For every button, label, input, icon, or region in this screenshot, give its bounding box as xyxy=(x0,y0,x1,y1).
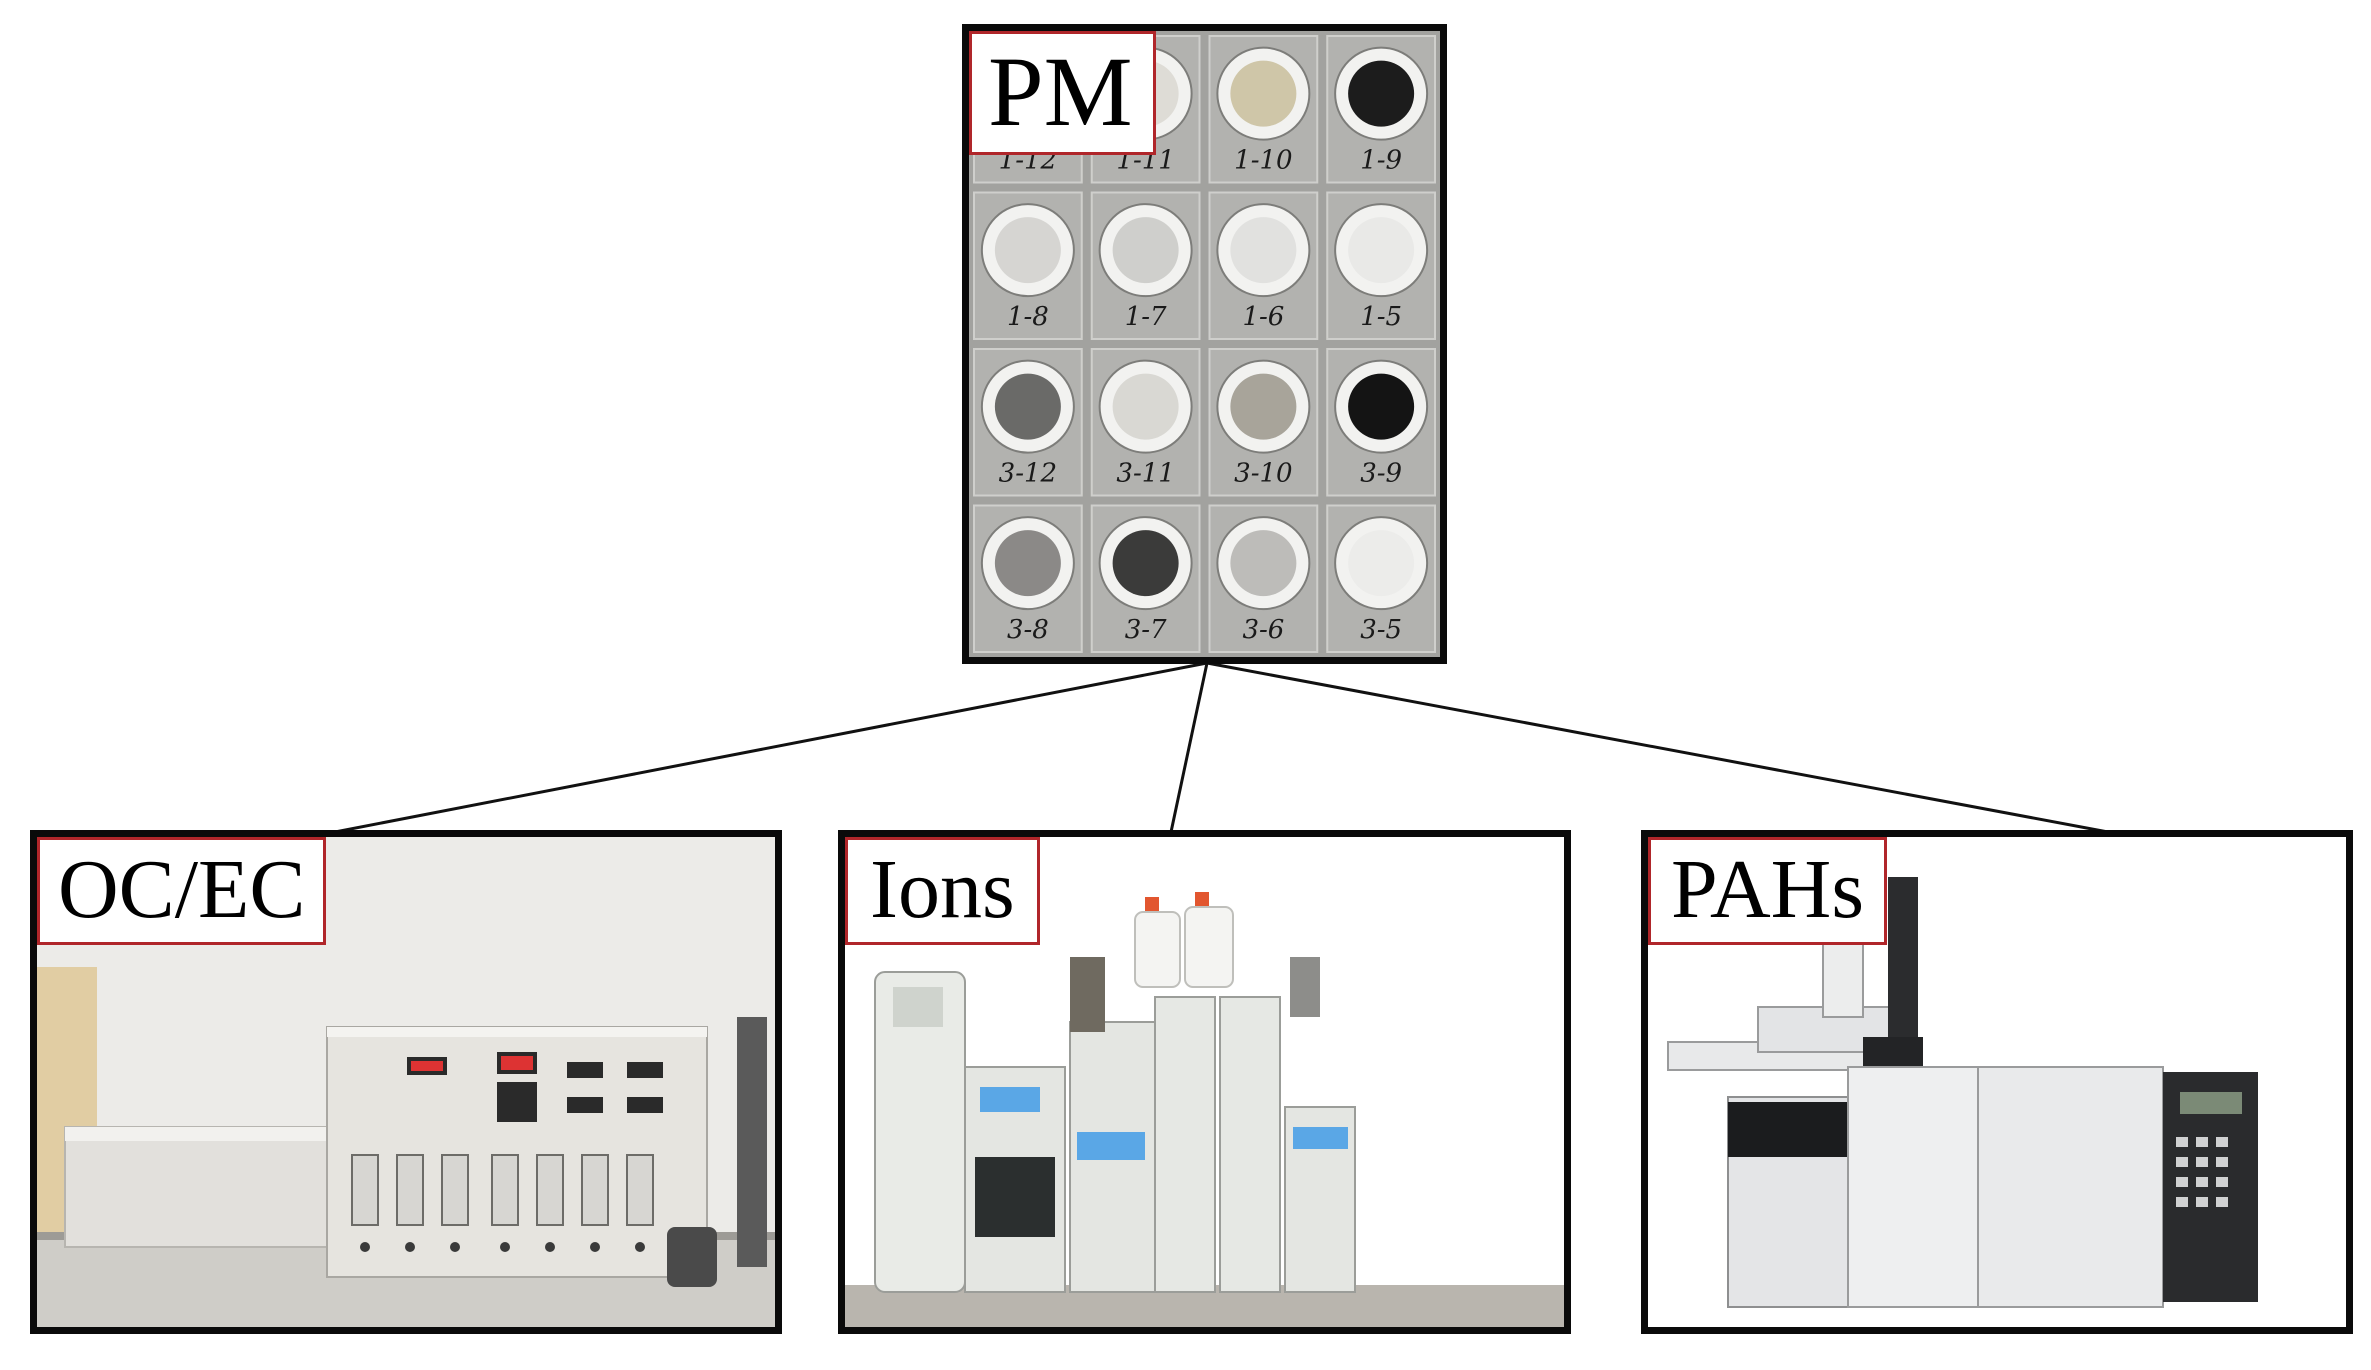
filter-label: 3-5 xyxy=(1360,615,1402,645)
filter-disc xyxy=(1230,373,1297,440)
filter-label: 1-5 xyxy=(1360,302,1402,332)
ions-label: Ions xyxy=(845,837,1040,945)
filter-label: 3-7 xyxy=(1125,615,1167,645)
ocec-panel: OC/EC xyxy=(30,830,782,1334)
filter-label: 1-9 xyxy=(1360,146,1402,176)
filter-disc xyxy=(1348,217,1415,284)
filter-disc xyxy=(1348,60,1415,127)
filter-label: 3-8 xyxy=(1007,615,1049,645)
ocec-label: OC/EC xyxy=(37,837,327,945)
filter-disc xyxy=(994,530,1061,597)
filter-disc xyxy=(994,373,1061,440)
filter-label: 1-7 xyxy=(1125,302,1167,332)
pm-label: PM xyxy=(969,31,1156,155)
connector-to-pahs xyxy=(1206,661,2109,834)
filter-disc xyxy=(1112,530,1179,597)
connector-to-ions xyxy=(1169,662,1209,833)
filter-disc xyxy=(1348,530,1415,597)
filter-disc xyxy=(1112,373,1179,440)
filter-label: 3-6 xyxy=(1242,615,1284,645)
filter-disc xyxy=(1348,373,1415,440)
filter-label: 3-9 xyxy=(1360,459,1402,489)
filter-label: 1-10 xyxy=(1234,146,1292,176)
filter-label: 3-10 xyxy=(1234,459,1292,489)
ions-panel: Ions xyxy=(838,830,1571,1334)
filter-label: 3-12 xyxy=(999,459,1057,489)
filter-disc xyxy=(1230,530,1297,597)
filter-label: 1-8 xyxy=(1007,302,1049,332)
filter-disc xyxy=(1230,217,1297,284)
filter-disc xyxy=(1230,60,1297,127)
filter-disc xyxy=(1112,217,1179,284)
filter-disc xyxy=(994,217,1061,284)
pahs-label: PAHs xyxy=(1648,837,1888,945)
connector-to-ocec xyxy=(334,661,1208,834)
filter-label: 3-11 xyxy=(1116,459,1174,489)
pahs-panel: PAHs xyxy=(1641,830,2353,1334)
filter-label: 1-6 xyxy=(1242,302,1284,332)
